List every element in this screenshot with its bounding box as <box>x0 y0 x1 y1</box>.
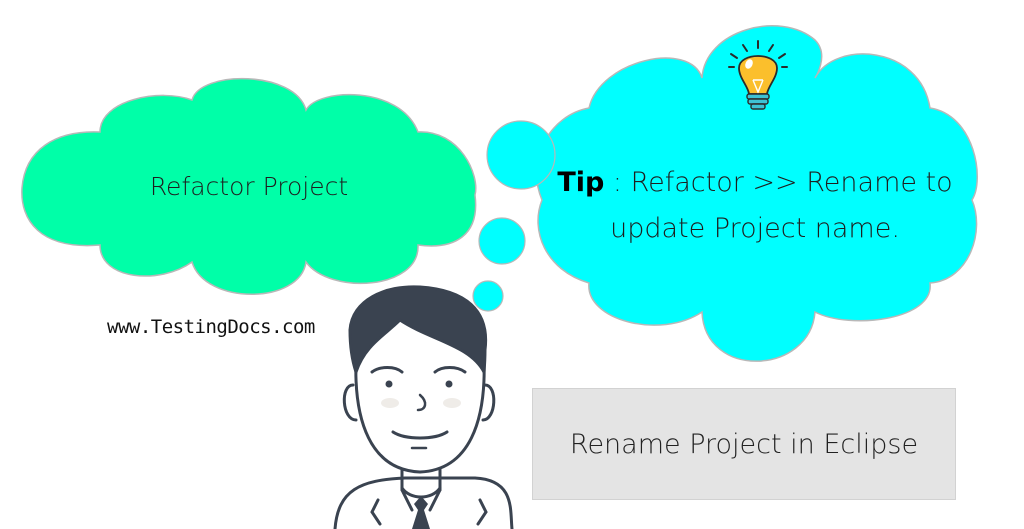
title-box-label: Rename Project in Eclipse <box>569 428 919 460</box>
thinking-man-icon <box>333 285 514 529</box>
refactor-project-label: Refactor Project <box>149 172 349 201</box>
watermark-url: www.TestingDocs.com <box>107 316 315 338</box>
tip-line-1-text: Refactor >> Rename to <box>630 167 953 198</box>
cyan-thought-cloud <box>486 25 978 362</box>
tip-line-1: Tip : Refactor >> Rename to <box>535 160 975 206</box>
tip-line-2: update Project name. <box>610 213 900 244</box>
tip-separator: : <box>604 167 631 198</box>
title-box: Rename Project in Eclipse <box>532 388 956 500</box>
thought-bubbles <box>472 217 526 312</box>
green-thought-cloud <box>21 77 477 295</box>
lightbulb-icon <box>728 40 788 110</box>
tip-label: Tip <box>557 167 605 198</box>
tip-text: Tip : Refactor >> Rename to update Proje… <box>535 160 975 252</box>
